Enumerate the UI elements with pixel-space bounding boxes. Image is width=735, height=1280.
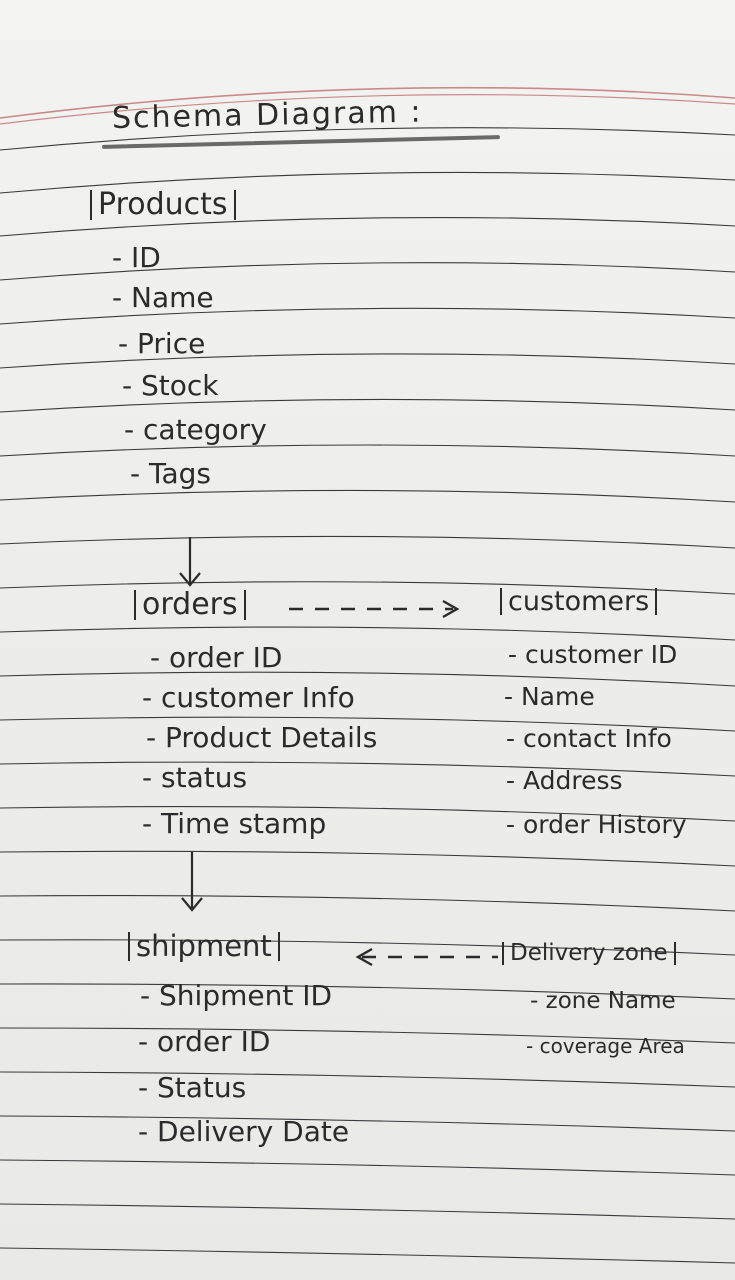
customers-field: - Name (504, 682, 595, 711)
orders-field: - Product Details (146, 721, 378, 754)
products-field: - ID (112, 241, 161, 274)
orders-table-name: orders (142, 587, 238, 622)
delivery-zone-field: - zone Name (530, 988, 676, 1014)
customers-field: - Address (506, 766, 623, 795)
customers-field: - customer ID (508, 640, 678, 669)
orders-field: - order ID (150, 641, 283, 674)
shipment-field: - Delivery Date (138, 1115, 350, 1148)
products-field: - Stock (122, 369, 219, 402)
delivery-zone-field: - coverage Area (526, 1034, 685, 1058)
products-field: - Name (112, 281, 214, 314)
page-title: Schema Diagram : (111, 94, 423, 136)
customers-table-header: customers (500, 586, 658, 617)
delivery-zone-table-name: Delivery zone (510, 940, 668, 966)
customers-field: - order History (506, 810, 687, 839)
products-field: - Price (118, 327, 206, 360)
shipment-field: - order ID (138, 1025, 271, 1058)
products-field: - category (124, 413, 267, 446)
orders-field: - Time stamp (142, 807, 327, 840)
products-table-name: Products (98, 187, 228, 222)
shipment-table-name: shipment (136, 929, 272, 963)
orders-to-shipment-arrow (181, 852, 203, 912)
customers-table-name: customers (508, 586, 650, 617)
zone-to-shipment-arrow (355, 947, 498, 967)
orders-field: - customer Info (142, 681, 355, 714)
products-field: - Tags (130, 457, 212, 490)
orders-to-customers-arrow (289, 599, 460, 619)
shipment-table-header: shipment (128, 932, 280, 961)
products-table-header: Products (90, 190, 236, 220)
shipment-field: - Shipment ID (140, 979, 333, 1012)
customers-field: - contact Info (506, 724, 672, 753)
orders-table-header: orders (134, 590, 246, 620)
shipment-field: - Status (138, 1071, 247, 1104)
delivery-zone-table-header: Delivery zone (502, 942, 676, 965)
orders-field: - status (142, 761, 248, 794)
products-to-orders-arrow (179, 537, 201, 587)
